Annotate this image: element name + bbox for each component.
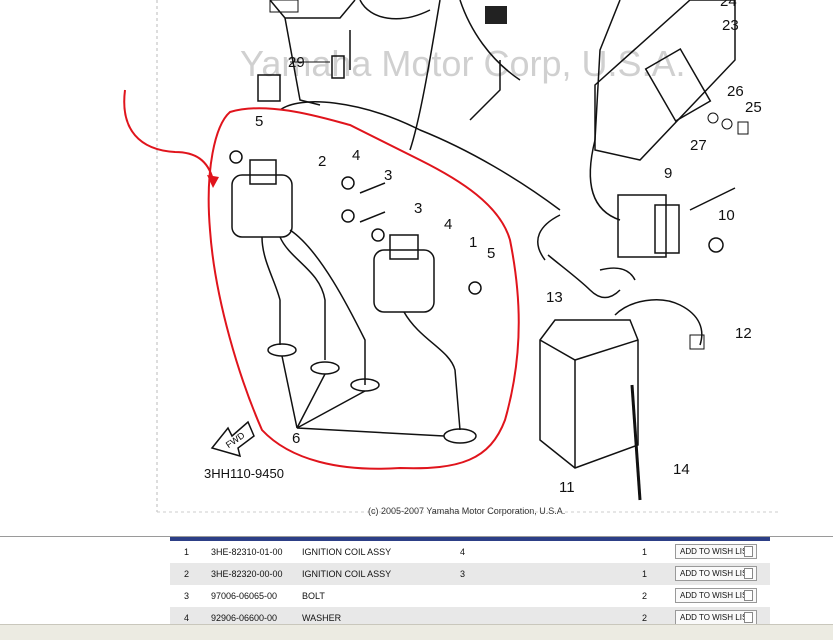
svg-text:5: 5 [487,245,495,262]
svg-text:23: 23 [722,17,739,34]
document-icon [744,568,753,579]
svg-text:3: 3 [384,167,392,184]
part-number: 3HE-82310-01-00 [211,547,283,557]
svg-text:12: 12 [735,325,752,342]
parts-table-header-bar [170,537,770,541]
part-number: 97006-06065-00 [211,591,278,601]
watermark: Yamaha Motor Corp, U.S.A. [240,43,686,84]
svg-text:29: 29 [288,54,305,71]
svg-text:27: 27 [690,137,707,154]
svg-text:11: 11 [559,479,575,496]
svg-text:14: 14 [673,461,690,478]
status-bar [0,624,833,640]
add-to-wish-list-button[interactable]: ADD TO WISH LIST [675,566,757,581]
part-reference: 3 [460,569,466,579]
exploded-view-drawing: Yamaha Motor Corp, U.S.A. [123,0,780,516]
part-quantity: 2 [642,613,648,623]
svg-text:13: 13 [546,289,563,306]
svg-text:5: 5 [255,113,263,130]
part-quantity: 1 [642,547,648,557]
svg-text:6: 6 [292,430,300,447]
copyright-text: (c) 2005-2007 Yamaha Motor Corporation, … [368,506,565,516]
row-number: 1 [184,547,190,557]
svg-text:10: 10 [718,207,735,224]
svg-text:9: 9 [664,165,672,182]
highlight-arrow [123,89,214,181]
svg-text:FWD: FWD [224,430,247,450]
row-number: 4 [184,613,190,623]
front-arrow-icon: FWD [210,420,255,458]
divider [0,536,833,537]
table-row: 4 92906-06600-00 WASHER 2 ADD TO WISH LI… [170,607,770,629]
document-icon [744,546,753,557]
parts-table: 1 3HE-82310-01-00 IGNITION COIL ASSY 4 1… [170,537,770,629]
document-icon [744,590,753,601]
part-description: BOLT [302,591,325,601]
table-row: 3 97006-06065-00 BOLT 2 ADD TO WISH LIST [170,585,770,607]
svg-text:4: 4 [444,216,452,233]
svg-text:2: 2 [318,153,326,170]
document-icon [744,612,753,623]
add-to-wish-list-button[interactable]: ADD TO WISH LIST [675,588,757,603]
part-quantity: 2 [642,591,648,601]
part-number: 3HE-82320-00-00 [211,569,283,579]
svg-text:26: 26 [727,83,744,100]
diagram-code: 3HH110-9450 [204,466,284,481]
table-row: 2 3HE-82320-00-00 IGNITION COIL ASSY 3 1… [170,563,770,585]
highlight-outline [207,107,520,470]
row-number: 3 [184,591,190,601]
svg-text:3: 3 [414,200,422,217]
part-description: WASHER [302,613,342,623]
part-number: 92906-06600-00 [211,613,278,623]
add-to-wish-list-button[interactable]: ADD TO WISH LIST [675,610,757,625]
part-quantity: 1 [642,569,648,579]
row-number: 2 [184,569,190,579]
svg-text:4: 4 [352,147,360,164]
parts-diagram: Yamaha Motor Corp, U.S.A. [123,0,780,516]
part-reference: 4 [460,547,466,557]
add-to-wish-list-button[interactable]: ADD TO WISH LIST [675,544,757,559]
part-description: IGNITION COIL ASSY [302,547,392,557]
svg-text:24: 24 [720,0,737,10]
part-description: IGNITION COIL ASSY [302,569,392,579]
svg-text:1: 1 [469,234,477,251]
svg-text:25: 25 [745,99,762,116]
table-row: 1 3HE-82310-01-00 IGNITION COIL ASSY 4 1… [170,541,770,563]
